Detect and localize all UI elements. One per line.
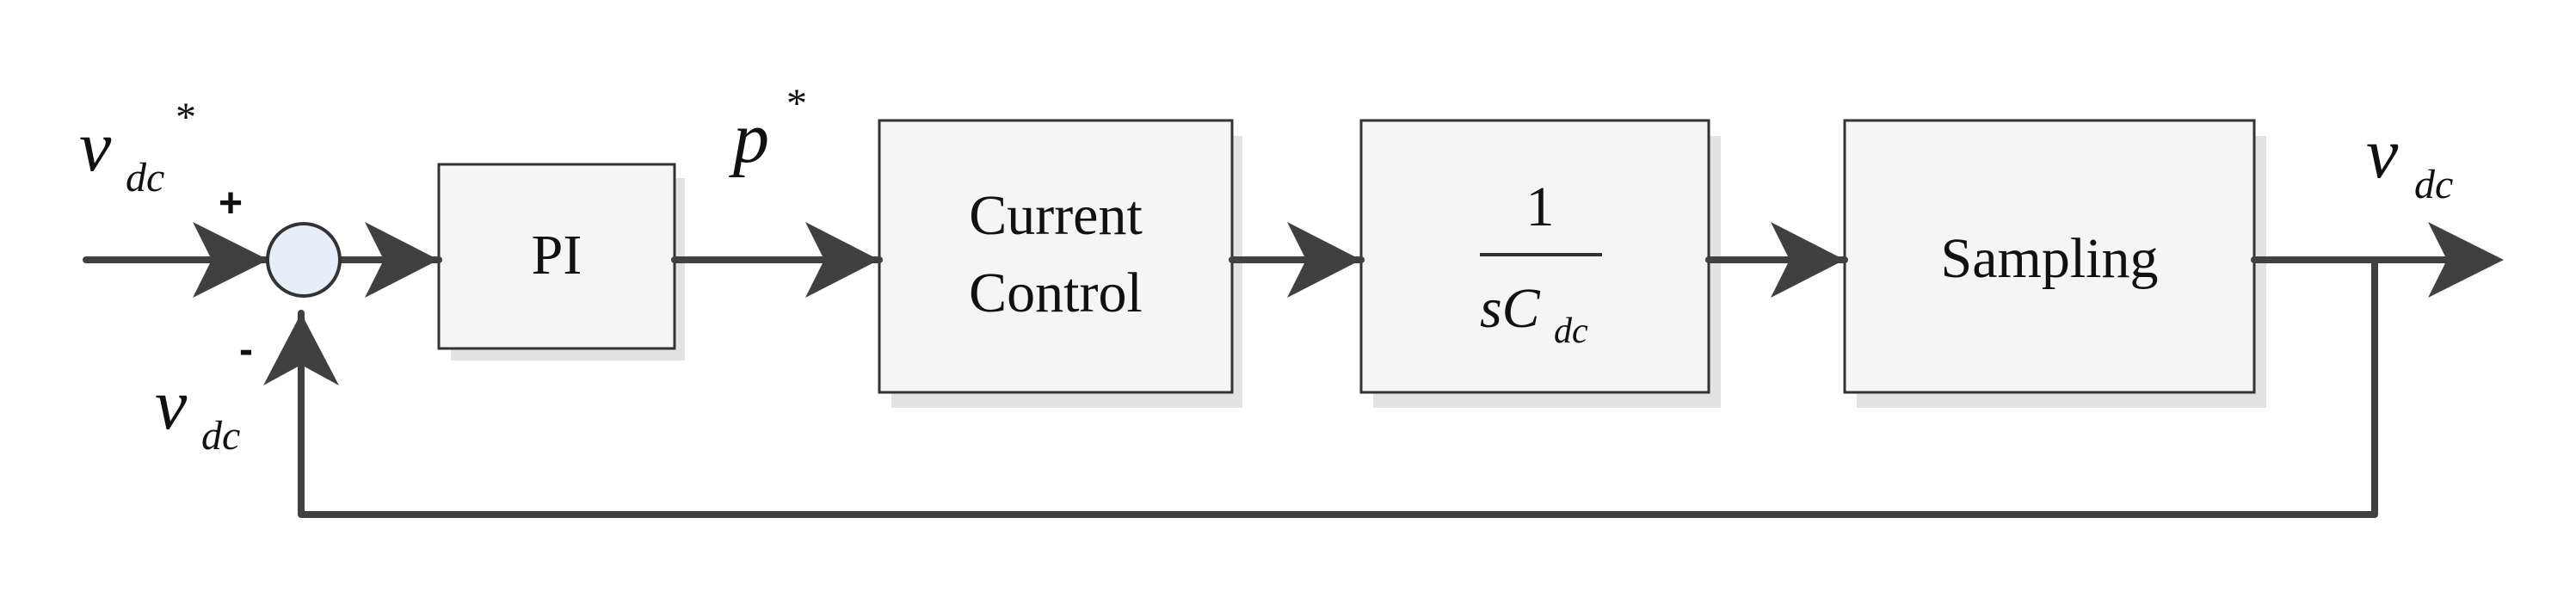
sampling-input-arrowhead bbox=[1771, 222, 1845, 298]
reference-label-var: p bbox=[729, 98, 769, 178]
current-control-input-arrowhead bbox=[805, 222, 879, 298]
input-label-var: v bbox=[79, 107, 112, 187]
input-label-superscript: * bbox=[176, 95, 196, 140]
integrator-denominator-subscript: dc bbox=[1554, 311, 1588, 351]
input-label-subscript: dc bbox=[126, 155, 164, 200]
summing-junction bbox=[266, 222, 342, 298]
integrator-numerator: 1 bbox=[1526, 176, 1555, 238]
current-control-label-line1: Current bbox=[969, 184, 1143, 247]
input-label: v dc * bbox=[79, 95, 196, 200]
integrator-block: 1 sC dc bbox=[1359, 119, 1710, 394]
output-label-var: v bbox=[2366, 114, 2399, 194]
pi-block: PI bbox=[437, 163, 676, 350]
reference-label-superscript: * bbox=[786, 81, 807, 126]
plus-sign: + bbox=[219, 181, 243, 226]
output-label: v dc bbox=[2366, 114, 2453, 207]
feedback-label: v dc bbox=[155, 365, 240, 459]
integrator-input-arrowhead bbox=[1287, 222, 1361, 298]
integrator-denominator: sC bbox=[1480, 277, 1541, 340]
feedback-wire bbox=[298, 256, 2378, 518]
feedback-label-subscript: dc bbox=[201, 413, 240, 459]
input-arrowhead bbox=[193, 222, 268, 298]
sampling-label: Sampling bbox=[1940, 227, 2158, 290]
feedback-arrowhead bbox=[263, 313, 339, 385]
pi-input-arrowhead bbox=[365, 222, 439, 298]
feedback-label-var: v bbox=[155, 365, 188, 445]
reference-label: p * bbox=[729, 81, 807, 178]
pi-label: PI bbox=[532, 224, 582, 287]
output-arrowhead bbox=[2428, 222, 2504, 298]
current-control-block: Current Control bbox=[878, 119, 1234, 394]
current-control-label-line2: Control bbox=[969, 262, 1143, 324]
minus-sign: - bbox=[239, 327, 253, 373]
sampling-block: Sampling bbox=[1843, 119, 2256, 394]
output-label-subscript: dc bbox=[2414, 162, 2453, 207]
